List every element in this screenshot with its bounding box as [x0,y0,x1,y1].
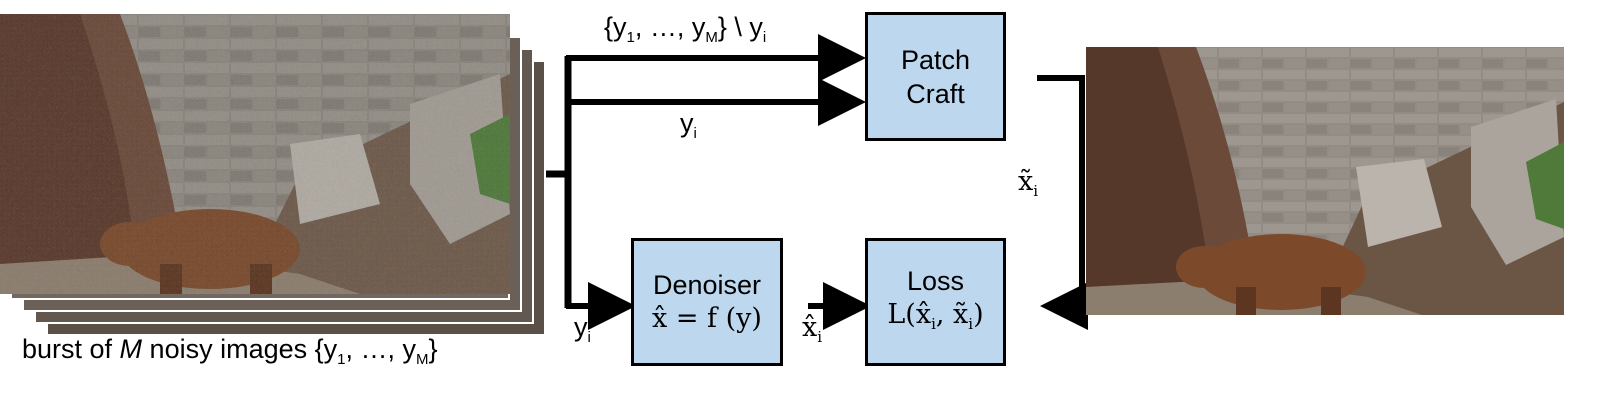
label-xtilde-i: x̃i [1018,166,1038,200]
caption-mid: noisy images [142,334,315,364]
denoiser-formula: x̂ = f (y) [652,303,762,334]
label-mid-y: y [680,108,694,138]
caption-sub-1: 1 [337,351,346,368]
label-xhat: x̂ [802,312,818,343]
label-top-post: } \ y [717,12,763,42]
input-caption: burst of M noisy images {y1, …, yM} [22,334,438,368]
label-xtilde: x̃ [1018,166,1034,197]
patchcraft-box: Patch Craft [865,12,1006,141]
caption-set-open: {y [314,334,338,364]
loss-formula-sub1: i [931,314,936,333]
loss-title: Loss [906,265,965,296]
label-top-set: {y1, …, yM} \ yi [604,12,766,46]
noisy-scene-svg [0,14,510,294]
patchcraft-line1: Patch [900,44,971,75]
label-mid-sub: i [693,125,697,142]
loss-formula-sub2: i [968,314,974,333]
label-mid-yi: yi [680,108,697,142]
loss-formula: L(x̂i, x̃i) [887,298,983,341]
caption-m: M [119,334,143,364]
patchcraft-line2: Craft [906,78,965,109]
label-xhat-sub: i [817,328,823,346]
caption-sub-m: M [416,351,429,368]
denoiser-title: Denoiser [652,270,762,300]
loss-formula-pre: L(x̂ [887,298,932,330]
denoiser-box: Denoiser x̂ = f (y) [631,238,783,366]
arrow-patchcraft-to-loss [1037,75,1088,330]
caption-prefix: burst of [22,334,120,364]
label-bottom-yi: yi [574,312,591,346]
label-bottom-y: y [574,312,588,342]
noisy-image-stack [0,14,546,344]
clean-scene-svg [1086,47,1564,315]
loss-box: Loss L(x̂i, x̃i) [865,238,1006,366]
loss-formula-post: ) [973,298,984,330]
label-top-dots: , …, y [634,12,706,42]
caption-set-close: } [428,334,438,364]
label-xtilde-sub: i [1033,182,1039,200]
label-bottom-sub: i [587,329,591,346]
label-xhat-i: x̂i [802,312,822,346]
noisy-bear-image [0,14,510,294]
clean-bear-image [1086,47,1564,315]
caption-dots: , …, y [345,334,417,364]
label-top-sub-i: i [762,29,767,46]
label-top-set-open: {y [604,12,627,42]
label-top-sub-m: M [705,29,718,46]
loss-formula-mid: , x̃ [935,298,969,330]
label-top-sub-1: 1 [626,29,635,46]
